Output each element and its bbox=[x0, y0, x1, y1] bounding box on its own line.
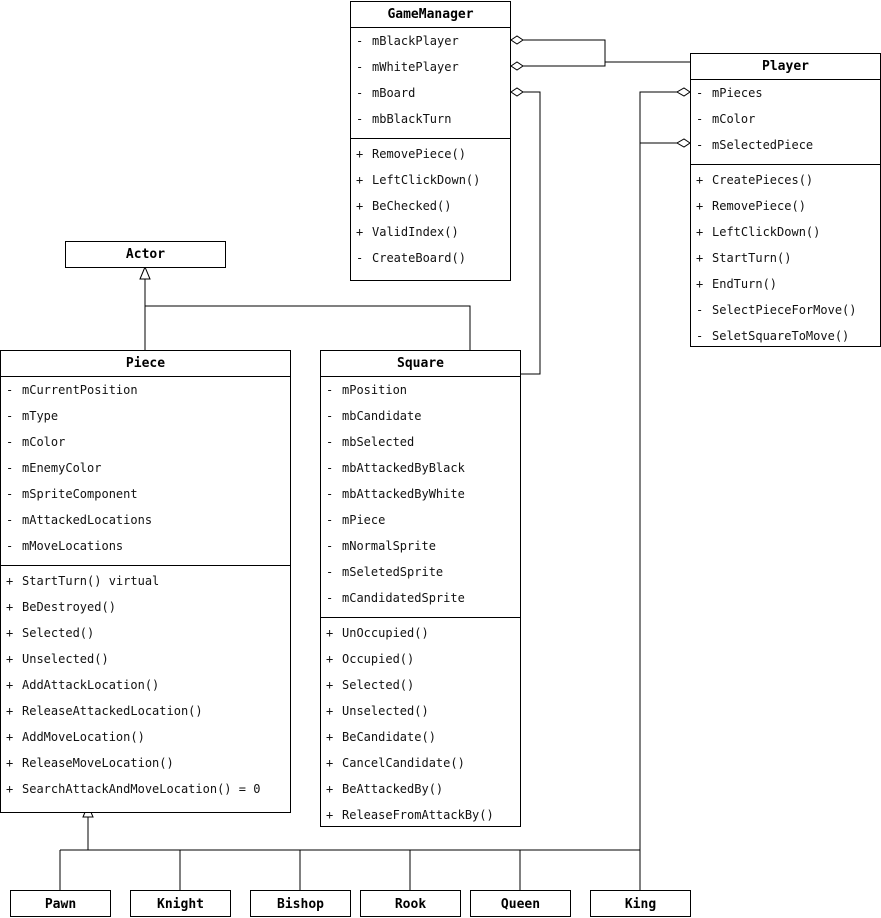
attributes-section: -mPieces -mColor -mSelectedPiece bbox=[691, 80, 880, 165]
aggregation-diamond bbox=[510, 87, 524, 97]
method-row: +StartTurn() bbox=[696, 251, 792, 265]
attribute-row: -mPosition bbox=[326, 383, 408, 397]
attribute-row: -mSpriteComponent bbox=[6, 487, 138, 501]
class-rook[interactable]: Rook bbox=[360, 890, 461, 917]
method-row: +AddAttackLocation() bbox=[6, 678, 160, 692]
attribute-row: -mMoveLocations bbox=[6, 539, 124, 553]
class-game-manager[interactable]: GameManager -mBlackPlayer -mWhitePlayer … bbox=[350, 1, 511, 281]
method-row: +ReleaseAttackedLocation() bbox=[6, 704, 203, 718]
method-row: +AddMoveLocation() bbox=[6, 730, 145, 744]
attributes-section: -mBlackPlayer -mWhitePlayer -mBoard -mbB… bbox=[351, 28, 510, 139]
method-row: +ReleaseFromAttackBy() bbox=[326, 808, 494, 822]
method-row: -SeletSquareToMove() bbox=[696, 329, 850, 343]
attribute-row: -mBoard bbox=[356, 86, 416, 100]
attribute-row: -mPiece bbox=[326, 513, 386, 527]
method-row: +ReleaseMoveLocation() bbox=[6, 756, 174, 770]
attributes-section: -mCurrentPosition -mType -mColor -mEnemy… bbox=[1, 377, 290, 566]
attribute-row: -mColor bbox=[696, 112, 756, 126]
method-row: +CancelCandidate() bbox=[326, 756, 465, 770]
method-row: +BeDestroyed() bbox=[6, 600, 116, 614]
method-row: -CreateBoard() bbox=[356, 251, 466, 265]
attribute-row: -mbBlackTurn bbox=[356, 112, 452, 126]
class-name: GameManager bbox=[351, 2, 510, 28]
aggregation-diamond bbox=[510, 61, 524, 71]
class-pawn[interactable]: Pawn bbox=[10, 890, 111, 917]
class-bishop[interactable]: Bishop bbox=[250, 890, 351, 917]
class-king[interactable]: King bbox=[590, 890, 691, 917]
method-row: +Selected() bbox=[326, 678, 415, 692]
methods-section: +CreatePieces() +RemovePiece() +LeftClic… bbox=[691, 165, 880, 349]
class-name: Piece bbox=[1, 351, 290, 377]
aggregation-diamond bbox=[675, 87, 691, 97]
method-row: +StartTurn() virtual bbox=[6, 574, 160, 588]
class-name: Player bbox=[691, 54, 880, 80]
attribute-row: -mColor bbox=[6, 435, 66, 449]
method-row: +BeAttackedBy() bbox=[326, 782, 444, 796]
attribute-row: -mSelectedPiece bbox=[696, 138, 814, 152]
attribute-row: -mPieces bbox=[696, 86, 763, 100]
attribute-row: -mbCandidate bbox=[326, 409, 422, 423]
class-actor[interactable]: Actor bbox=[65, 241, 226, 268]
attribute-row: -mCandidatedSprite bbox=[326, 591, 465, 605]
methods-section: +UnOccupied() +Occupied() +Selected() +U… bbox=[321, 618, 520, 828]
class-queen[interactable]: Queen bbox=[470, 890, 571, 917]
methods-section: +StartTurn() virtual +BeDestroyed() +Sel… bbox=[1, 566, 290, 802]
method-row: +Occupied() bbox=[326, 652, 415, 666]
method-row: +RemovePiece() bbox=[356, 147, 466, 161]
attribute-row: -mbAttackedByBlack bbox=[326, 461, 465, 475]
method-row: +UnOccupied() bbox=[326, 626, 429, 640]
attribute-row: -mbSelected bbox=[326, 435, 415, 449]
attribute-row: -mNormalSprite bbox=[326, 539, 436, 553]
attribute-row: -mSeletedSprite bbox=[326, 565, 444, 579]
attribute-row: -mBlackPlayer bbox=[356, 34, 459, 48]
class-piece[interactable]: Piece -mCurrentPosition -mType -mColor -… bbox=[0, 350, 291, 813]
method-row: +ValidIndex() bbox=[356, 225, 459, 239]
attribute-row: -mType bbox=[6, 409, 59, 423]
aggregation-diamond bbox=[510, 35, 524, 45]
method-row: +RemovePiece() bbox=[696, 199, 806, 213]
method-row: +BeCandidate() bbox=[326, 730, 436, 744]
class-square[interactable]: Square -mPosition -mbCandidate -mbSelect… bbox=[320, 350, 521, 827]
class-knight[interactable]: Knight bbox=[130, 890, 231, 917]
class-player[interactable]: Player -mPieces -mColor -mSelectedPiece … bbox=[690, 53, 881, 347]
inheritance-arrow-actor bbox=[139, 265, 151, 280]
method-row: +LeftClickDown() bbox=[696, 225, 821, 239]
class-name: Square bbox=[321, 351, 520, 377]
method-row: +SearchAttackAndMoveLocation() = 0 bbox=[6, 782, 261, 796]
method-row: +Unselected() bbox=[6, 652, 109, 666]
method-row: +LeftClickDown() bbox=[356, 173, 481, 187]
attribute-row: -mbAttackedByWhite bbox=[326, 487, 465, 501]
attribute-row: -mWhitePlayer bbox=[356, 60, 459, 74]
method-row: +CreatePieces() bbox=[696, 173, 814, 187]
attribute-row: -mEnemyColor bbox=[6, 461, 102, 475]
method-row: +EndTurn() bbox=[696, 277, 778, 291]
method-row: +BeChecked() bbox=[356, 199, 452, 213]
attribute-row: -mAttackedLocations bbox=[6, 513, 153, 527]
attribute-row: -mCurrentPosition bbox=[6, 383, 138, 397]
class-name: Actor bbox=[125, 247, 166, 262]
method-row: +Unselected() bbox=[326, 704, 429, 718]
method-row: +Selected() bbox=[6, 626, 95, 640]
methods-section: +RemovePiece() +LeftClickDown() +BeCheck… bbox=[351, 139, 510, 271]
aggregation-diamond bbox=[675, 138, 691, 148]
method-row: -SelectPieceForMove() bbox=[696, 303, 857, 317]
attributes-section: -mPosition -mbCandidate -mbSelected -mbA… bbox=[321, 377, 520, 618]
